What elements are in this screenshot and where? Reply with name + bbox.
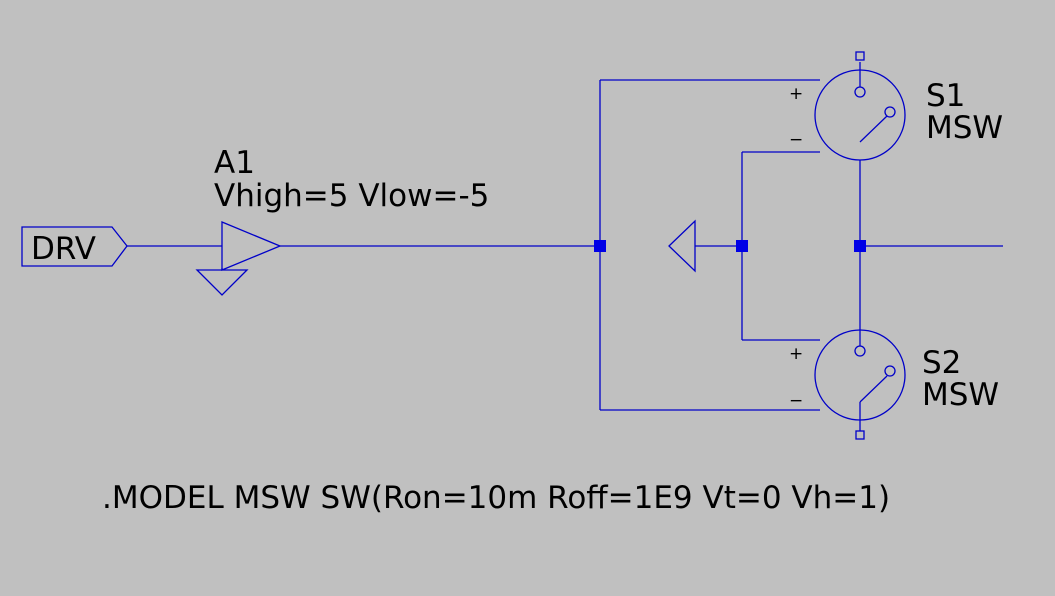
net-flag-label: DRV	[31, 231, 96, 267]
ground-reference-icon[interactable]	[668, 219, 696, 273]
s2-name: S2	[922, 345, 961, 381]
switch-body-circle	[814, 69, 906, 161]
net-flag-drv[interactable]: DRV	[21, 226, 128, 267]
pin-plus-label: +	[789, 344, 803, 364]
switch-s2[interactable]: + − S2 MSW	[789, 329, 999, 440]
buffer-triangle-icon	[221, 221, 282, 271]
a1-params: Vhigh=5 Vlow=-5	[214, 178, 489, 214]
switch-contact-icon	[884, 106, 896, 118]
junction-dot	[854, 240, 866, 252]
a1-name: A1	[214, 145, 255, 181]
switch-s1[interactable]: + − S1 MSW	[789, 51, 1003, 161]
junction-dot	[736, 240, 748, 252]
junction-dot	[594, 240, 606, 252]
buffer-a1[interactable]: A1 Vhigh=5 Vlow=-5	[195, 145, 489, 296]
pin-minus-label: −	[789, 130, 803, 150]
s2-model: MSW	[922, 377, 999, 413]
pin-plus-label: +	[789, 84, 803, 104]
switch-contact-icon	[884, 365, 896, 377]
switch-blade-icon	[859, 115, 888, 143]
switch-blade-icon	[859, 375, 888, 403]
spice-directive[interactable]: .MODEL MSW SW(Ron=10m Roff=1E9 Vt=0 Vh=1…	[102, 480, 890, 516]
switch-pin-square	[855, 51, 865, 61]
ground-triangle-icon	[195, 269, 249, 296]
switch-contact-icon	[854, 86, 866, 98]
switch-contact-icon	[854, 345, 866, 357]
pin-minus-label: −	[789, 391, 803, 411]
junctions	[594, 240, 866, 252]
s1-name: S1	[926, 78, 965, 114]
switch-pin-square	[855, 430, 865, 440]
net-flag-shape	[21, 226, 128, 267]
s1-model: MSW	[926, 110, 1003, 146]
wires	[127, 62, 1003, 431]
